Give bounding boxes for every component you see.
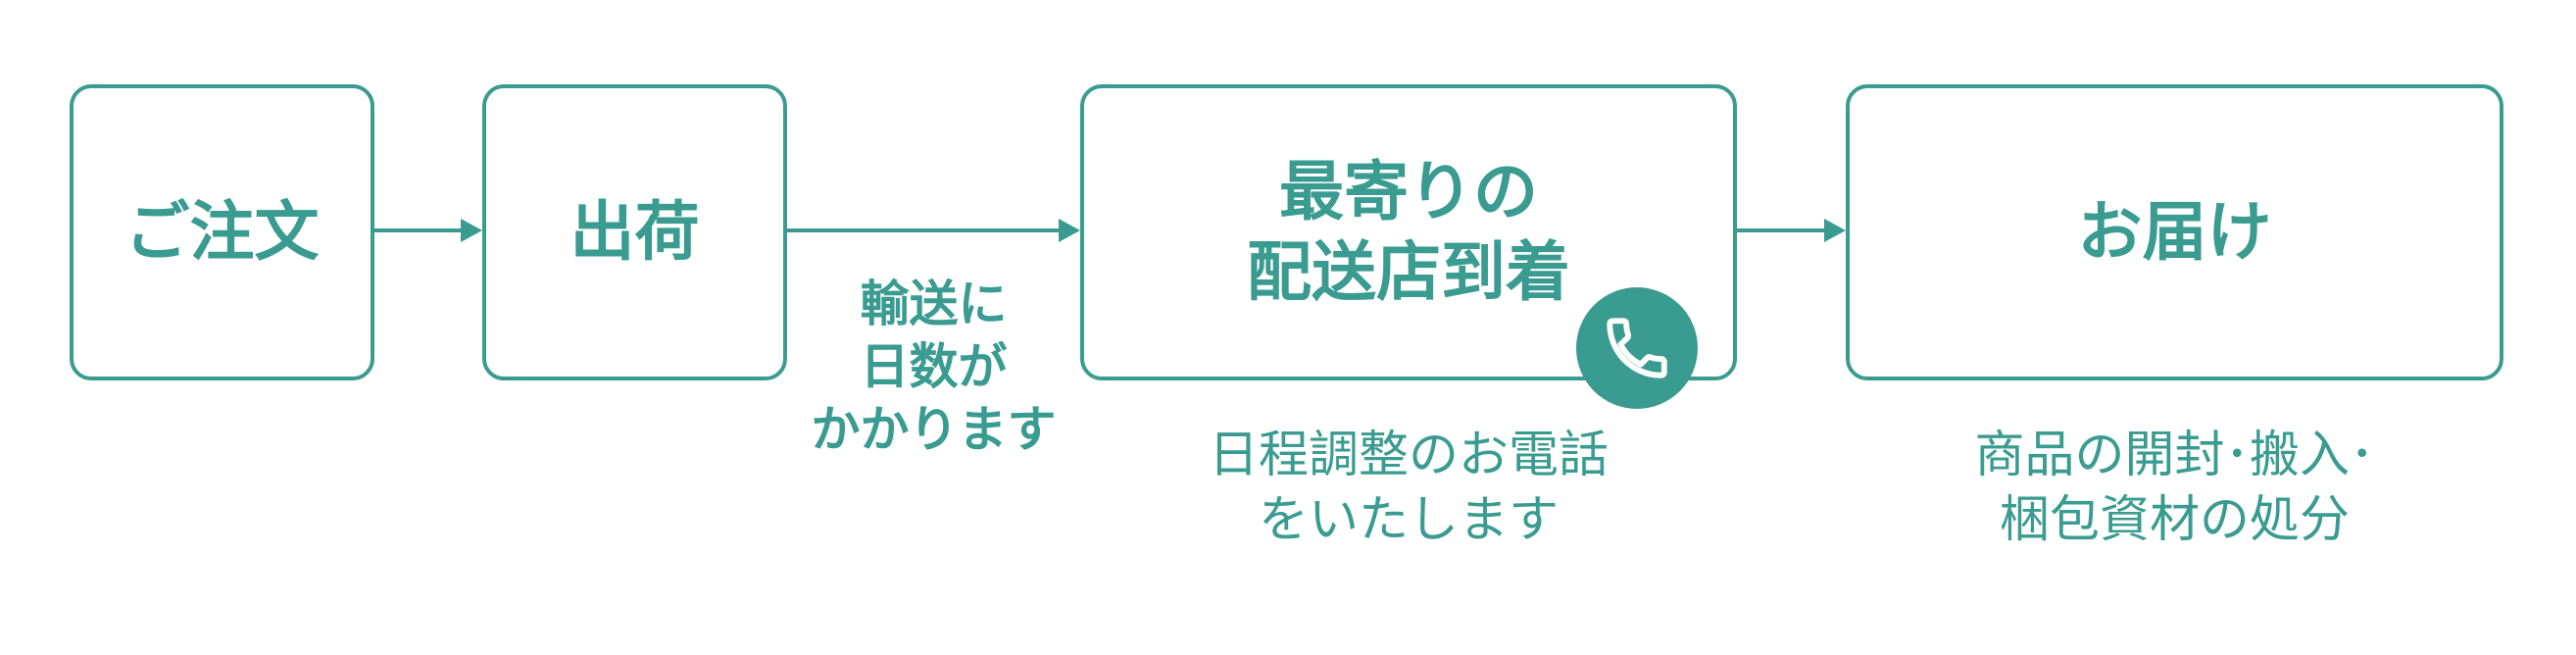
step-arrival-label: 最寄りの 配送店到着 bbox=[1247, 154, 1570, 310]
step-shipping-label: 出荷 bbox=[570, 194, 700, 270]
step-shipping-box: 出荷 bbox=[482, 84, 787, 380]
step-delivery-label: お届け bbox=[2077, 194, 2272, 270]
step-order-label: ご注文 bbox=[124, 194, 320, 270]
service-note: 商品の開封･搬入･ 梱包資材の処分 bbox=[1974, 427, 2375, 549]
arrow-head bbox=[1824, 219, 1846, 242]
step-delivery-box: お届け bbox=[1846, 84, 2503, 380]
arrow-head bbox=[461, 219, 482, 242]
arrow-head bbox=[1059, 219, 1080, 242]
phone-badge bbox=[1576, 287, 1698, 409]
call-note: 日程調整のお電話 をいたします bbox=[1208, 427, 1609, 549]
transit-note: 輸送に 日数が かかります bbox=[811, 276, 1057, 458]
step-order-box: ご注文 bbox=[70, 84, 374, 380]
step-arrival-box: 最寄りの 配送店到着 bbox=[1080, 84, 1737, 380]
phone-icon bbox=[1607, 318, 1667, 378]
